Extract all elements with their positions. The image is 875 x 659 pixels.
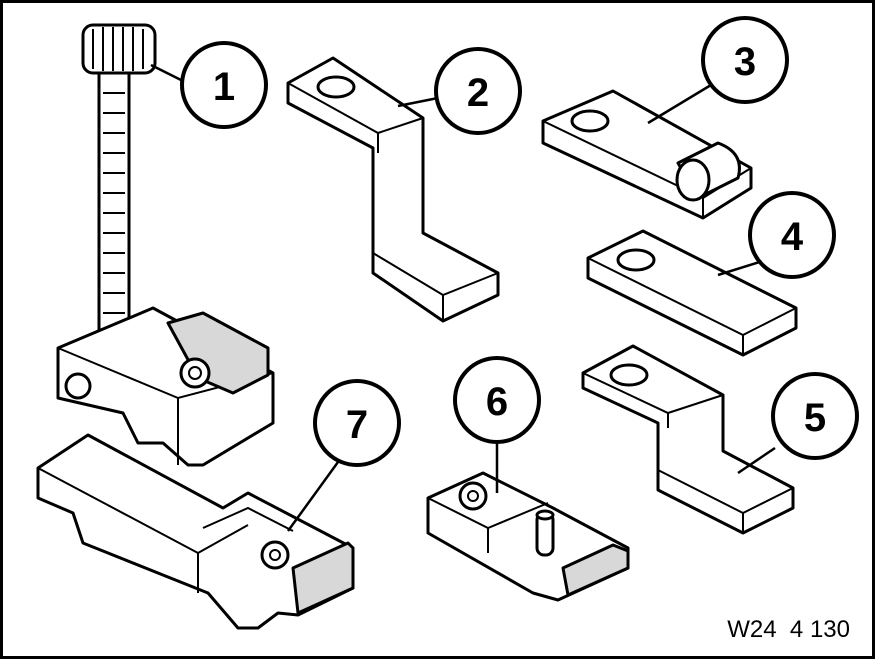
part-6-pin-block [426, 471, 630, 602]
callout-6-label: 6 [486, 380, 508, 424]
callout-5-label: 5 [804, 396, 826, 440]
callout-4: 4 [748, 191, 836, 279]
part-5-step-bracket [581, 344, 795, 535]
callout-3: 3 [701, 16, 789, 104]
part-2-z-bracket [286, 56, 500, 323]
callout-7: 7 [313, 379, 401, 467]
callout-5: 5 [771, 372, 859, 460]
callout-2: 2 [434, 47, 522, 135]
callout-6: 6 [453, 356, 541, 444]
part-4-flat-plate [586, 229, 798, 357]
figure-reference-code: W24 4 130 [727, 616, 850, 643]
callout-7-label: 7 [346, 403, 368, 447]
callout-4-label: 4 [781, 215, 804, 259]
callout-2-label: 2 [467, 71, 489, 115]
callout-3-label: 3 [734, 40, 756, 84]
part-7-bar-clamp [36, 433, 355, 630]
callout-1: 1 [180, 41, 268, 129]
part-1-screw-clamp [56, 23, 275, 467]
part-3-pin-plate [541, 89, 753, 220]
callout-1-label: 1 [213, 65, 235, 109]
leader-lines [150, 63, 776, 532]
tool-parts-drawing: 1 2 3 4 5 6 7 [36, 16, 859, 630]
